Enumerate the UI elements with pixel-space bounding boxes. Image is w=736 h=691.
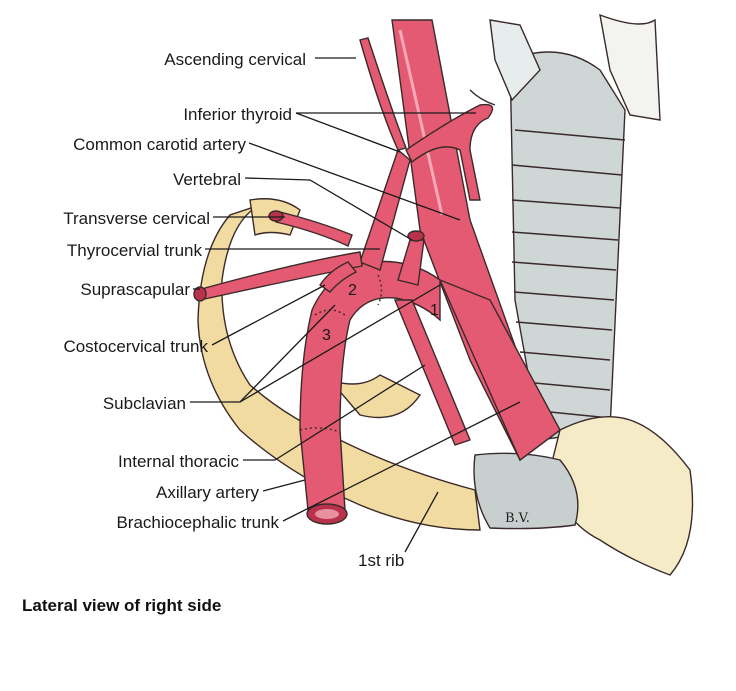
suprascapular-artery <box>193 251 363 302</box>
label-suprascapular: Suprascapular <box>80 280 190 299</box>
label-brachiocephalic-trunk: Brachiocephalic trunk <box>116 513 279 532</box>
label-common-carotid: Common carotid artery <box>73 135 246 154</box>
trachea <box>489 13 661 441</box>
label-inferior-thyroid: Inferior thyroid <box>183 105 292 124</box>
label-subclavian: Subclavian <box>103 394 186 413</box>
artist-signature: B.V. <box>505 511 530 526</box>
label-ascending-cervical: Ascending cervical <box>164 50 306 69</box>
label-internal-thoracic: Internal thoracic <box>118 452 239 471</box>
leader-lines <box>190 57 521 553</box>
brachiocephalic-trunk <box>438 278 561 462</box>
part-number-1: 1 <box>430 302 439 319</box>
sternum <box>549 415 694 576</box>
label-thyrocervical-trunk: Thyrocervial trunk <box>67 241 203 260</box>
transverse-cervical-artery <box>268 210 353 247</box>
label-axillary-artery: Axillary artery <box>156 483 259 502</box>
label-costocervical-trunk: Costocervical trunk <box>63 337 208 356</box>
costocervical-trunk <box>319 261 358 293</box>
part-number-2: 2 <box>348 282 357 299</box>
label-first-rib: 1st rib <box>358 551 404 570</box>
vertebral-artery <box>397 230 425 286</box>
brachiocephalic-vein <box>473 452 579 530</box>
label-vertebral: Vertebral <box>173 170 241 189</box>
internal-thoracic-artery <box>393 299 471 446</box>
label-transverse-cervical: Transverse cervical <box>63 209 210 228</box>
thyrocervical-trunk <box>359 37 496 271</box>
part-number-3: 3 <box>322 327 331 344</box>
figure-caption: Lateral view of right side <box>22 596 221 615</box>
